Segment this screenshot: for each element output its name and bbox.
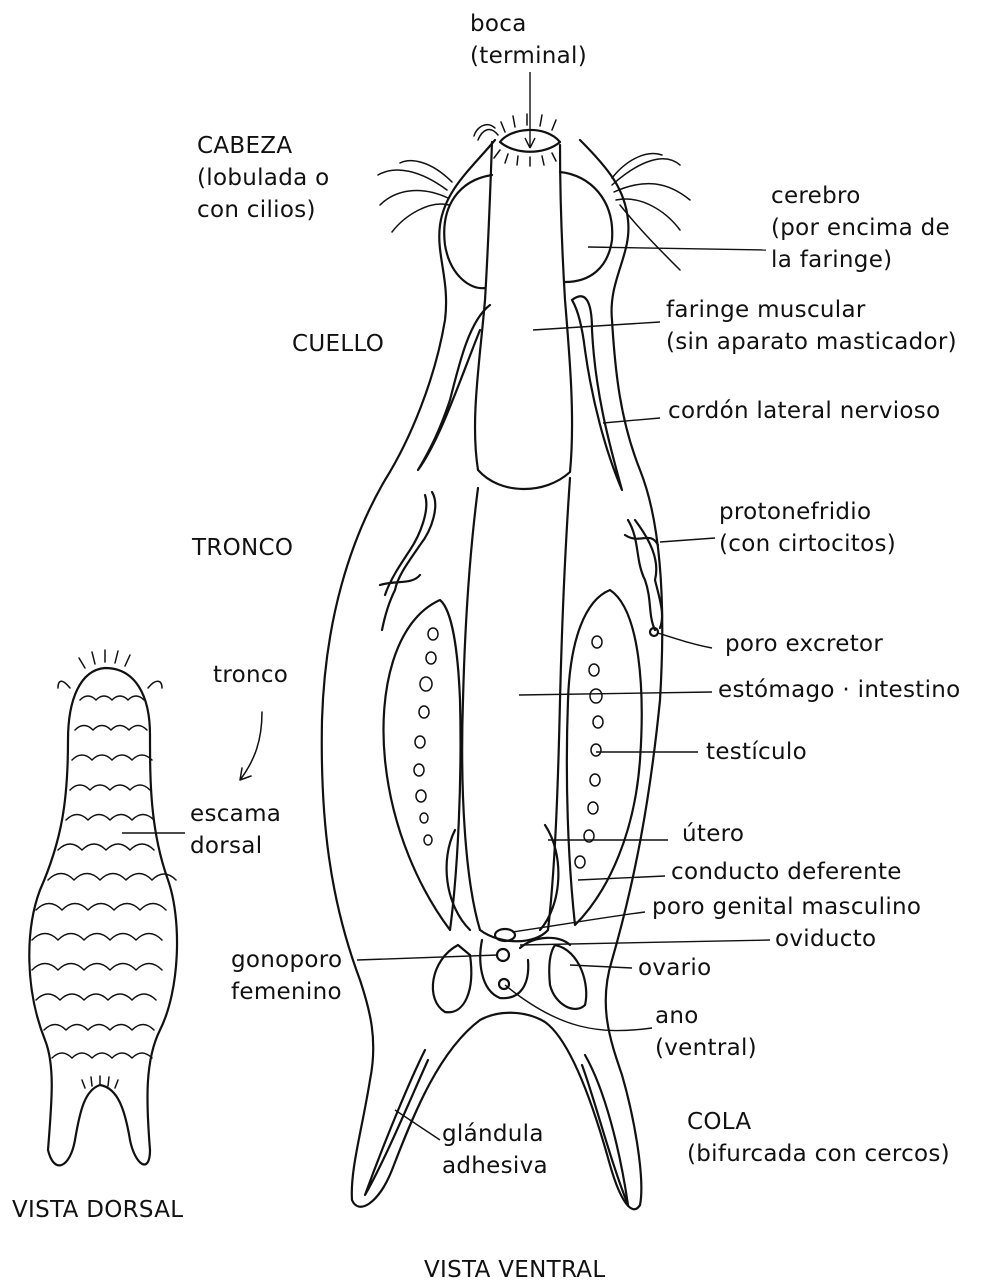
- label-protonefridio-l1: protonefridio: [719, 496, 896, 528]
- label-conducto-l1: conducto deferente: [671, 856, 902, 888]
- leader-poro-genital: [512, 912, 645, 932]
- label-protonefridio: protonefridio (con cirtocitos): [719, 496, 896, 560]
- label-tronco-upper: TRONCO: [192, 532, 293, 564]
- leader-cerebro: [588, 247, 766, 250]
- label-conducto: conducto deferente: [671, 856, 902, 888]
- label-faringe-l1: faringe muscular: [666, 294, 957, 326]
- label-vista-dorsal-l1: VISTA DORSAL: [12, 1194, 183, 1226]
- label-ovario: ovario: [638, 952, 712, 984]
- label-cerebro-l3: la faringe): [771, 244, 950, 276]
- label-poro-excretor: poro excretor: [725, 628, 883, 660]
- label-escama-l1: escama: [190, 798, 281, 830]
- label-cordon: cordón lateral nervioso: [668, 395, 940, 427]
- label-testiculo: testículo: [706, 736, 807, 768]
- label-faringe: faringe muscular (sin aparato masticador…: [666, 294, 957, 358]
- leader-cordon: [603, 418, 660, 423]
- label-cola: COLA (bifurcada con cercos): [687, 1106, 950, 1170]
- label-oviducto: oviducto: [775, 923, 876, 955]
- label-cerebro-l1: cerebro: [771, 180, 950, 212]
- label-cordon-l1: cordón lateral nervioso: [668, 395, 940, 427]
- testis-right: [567, 590, 642, 925]
- label-glandula-l2: adhesiva: [442, 1150, 548, 1182]
- label-cabeza: CABEZA (lobulada o con cilios): [197, 130, 329, 226]
- dorsal-outline: [29, 668, 177, 1165]
- ovary-left: [433, 945, 471, 1012]
- body-outline: [322, 140, 662, 1209]
- label-utero: útero: [682, 818, 744, 850]
- protonephridium-left: [380, 492, 435, 630]
- label-tronco-lower: tronco: [213, 659, 288, 691]
- label-ano-l1: ano: [655, 1000, 757, 1032]
- sperm-vesicles: [414, 628, 603, 868]
- label-boca-l1: boca: [470, 8, 587, 40]
- adhesive-gland-left: [365, 1050, 428, 1195]
- leader-protonefridio: [660, 538, 715, 542]
- label-vista-dorsal: VISTA DORSAL: [12, 1194, 183, 1226]
- mouth-cilia: [494, 114, 556, 166]
- female-gonopore: [497, 949, 509, 961]
- label-glandula-l1: glándula: [442, 1118, 548, 1150]
- ovary-right: [549, 945, 586, 1009]
- label-vista-ventral: VISTA VENTRAL: [424, 1254, 605, 1283]
- label-gonoporo-l2: femenino: [231, 976, 342, 1008]
- uterus: [447, 825, 559, 930]
- head-lobe-right: [560, 172, 612, 282]
- tronco-arrow: [240, 712, 262, 780]
- label-cabeza-l3: con cilios): [197, 194, 329, 226]
- label-boca-l2: (terminal): [470, 40, 587, 72]
- leader-gonoporo: [357, 955, 498, 960]
- label-cola-l2: (bifurcada con cercos): [687, 1138, 950, 1170]
- leader-boca: [525, 72, 535, 148]
- label-cola-l1: COLA: [687, 1106, 950, 1138]
- label-estomago: estómago · intestino: [718, 674, 961, 706]
- leader-estomago: [519, 692, 712, 695]
- label-glandula: glándula adhesiva: [442, 1118, 548, 1182]
- label-boca: boca (terminal): [470, 8, 587, 72]
- label-ano: ano (ventral): [655, 1000, 757, 1064]
- label-cuello-l1: CUELLO: [292, 328, 384, 360]
- label-faringe-l2: (sin aparato masticador): [666, 326, 957, 358]
- leader-oviducto: [520, 940, 770, 945]
- label-gonoporo-l1: gonoporo: [231, 944, 342, 976]
- label-oviducto-l1: oviducto: [775, 923, 876, 955]
- label-ovario-l1: ovario: [638, 952, 712, 984]
- dorsal-cilia: [58, 650, 162, 1088]
- label-cabeza-l2: (lobulada o: [197, 162, 329, 194]
- dorsal-scales: [32, 696, 176, 1058]
- label-estomago-l1: estómago · intestino: [718, 674, 961, 706]
- male-genital-pore: [495, 929, 515, 941]
- label-poro-genital: poro genital masculino: [652, 891, 921, 923]
- leader-faringe: [533, 322, 660, 330]
- label-escama: escama dorsal: [190, 798, 281, 862]
- pharynx: [475, 142, 572, 489]
- label-escama-l2: dorsal: [190, 830, 281, 862]
- label-gonoporo: gonoporo femenino: [231, 944, 342, 1008]
- label-tronco-upper-l1: TRONCO: [192, 532, 293, 564]
- label-cuello: CUELLO: [292, 328, 384, 360]
- dorsal-view-body: [29, 650, 262, 1165]
- label-ano-l2: (ventral): [655, 1032, 757, 1064]
- adhesive-gland-right: [582, 1055, 628, 1205]
- label-poro-excretor-l1: poro excretor: [725, 628, 883, 660]
- label-cabeza-l1: CABEZA: [197, 130, 329, 162]
- label-vista-ventral-l1: VISTA VENTRAL: [424, 1254, 605, 1283]
- label-testiculo-l1: testículo: [706, 736, 807, 768]
- label-cerebro: cerebro (por encima de la faringe): [771, 180, 950, 276]
- stomach-intestine: [462, 478, 570, 941]
- leader-glandula: [395, 1110, 440, 1140]
- leader-poro-excretor: [658, 633, 712, 648]
- ventral-view-body: [322, 114, 690, 1209]
- leader-conducto: [578, 876, 665, 880]
- label-poro-genital-l1: poro genital masculino: [652, 891, 921, 923]
- label-protonefridio-l2: (con cirtocitos): [719, 528, 896, 560]
- label-utero-l1: útero: [682, 818, 744, 850]
- label-tronco-lower-l1: tronco: [213, 659, 288, 691]
- label-cerebro-l2: (por encima de: [771, 212, 950, 244]
